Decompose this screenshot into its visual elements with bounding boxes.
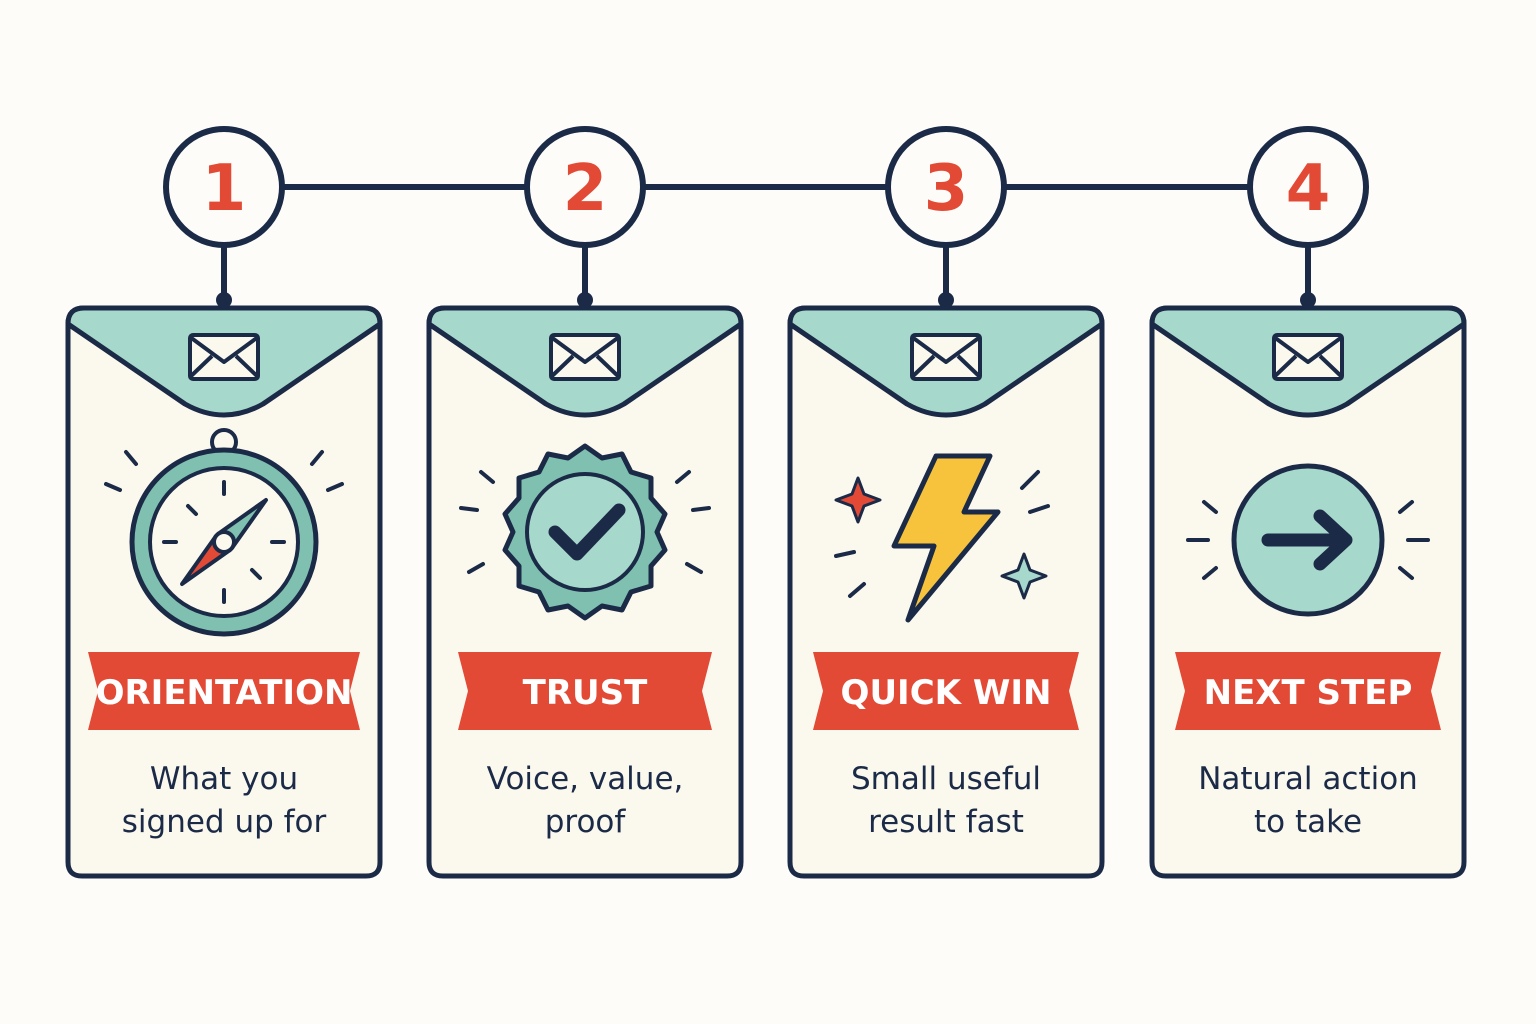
step-label: NEXT STEP [1204,673,1413,713]
step-label: QUICK WIN [841,673,1052,713]
description-line-2: to take [1254,804,1362,840]
email-card: ORIENTATION What you signed up for [65,305,383,879]
description-line-2: proof [545,804,627,840]
email-card: TRUST Voice, value, proof [426,305,744,879]
connector-dot [577,292,593,308]
connector-dot [216,292,232,308]
connector-dot [938,292,954,308]
email-card: QUICK WIN Small useful result fast [787,305,1105,879]
envelope-icon [549,333,621,381]
step-3: 3 QUICK WIN Small [787,126,1105,879]
lightning-bolt-icon [834,453,1050,623]
step-number-circle [524,126,646,248]
step-number: 2 [563,152,608,226]
envelope-icon [910,333,982,381]
label-banner [458,652,712,730]
label-banner [813,652,1079,730]
check-badge-icon [459,443,711,621]
description-line-1: Small useful [851,761,1041,797]
step-4: 4 NEXT STE [1149,126,1467,879]
step-2: 2 [426,126,744,879]
step-label: ORIENTATION [96,673,353,713]
step-number-circle [163,126,285,248]
label-banner [88,652,360,730]
step-number-circle [1247,126,1369,248]
compass-icon [104,428,344,637]
envelope-icon [188,333,260,381]
description-line-2: signed up for [122,804,327,840]
step-1: 1 [65,126,383,879]
description-line-1: What you [150,761,298,797]
step-label: TRUST [523,673,648,713]
email-card: NEXT STEP Natural action to take [1149,305,1467,879]
sparkle-icon [834,476,882,524]
envelope-icon [1272,333,1344,381]
arrow-circle-icon [1186,463,1430,617]
description-line-2: result fast [868,804,1024,840]
sparkle-icon [1000,552,1048,600]
description-line-1: Natural action [1198,761,1418,797]
step-number-circle [885,126,1007,248]
description-line-1: Voice, value, [487,761,684,797]
label-banner [1175,652,1441,730]
step-number: 4 [1286,152,1331,226]
step-number: 3 [924,152,969,226]
connector-dot [1300,292,1316,308]
step-number: 1 [202,152,247,226]
